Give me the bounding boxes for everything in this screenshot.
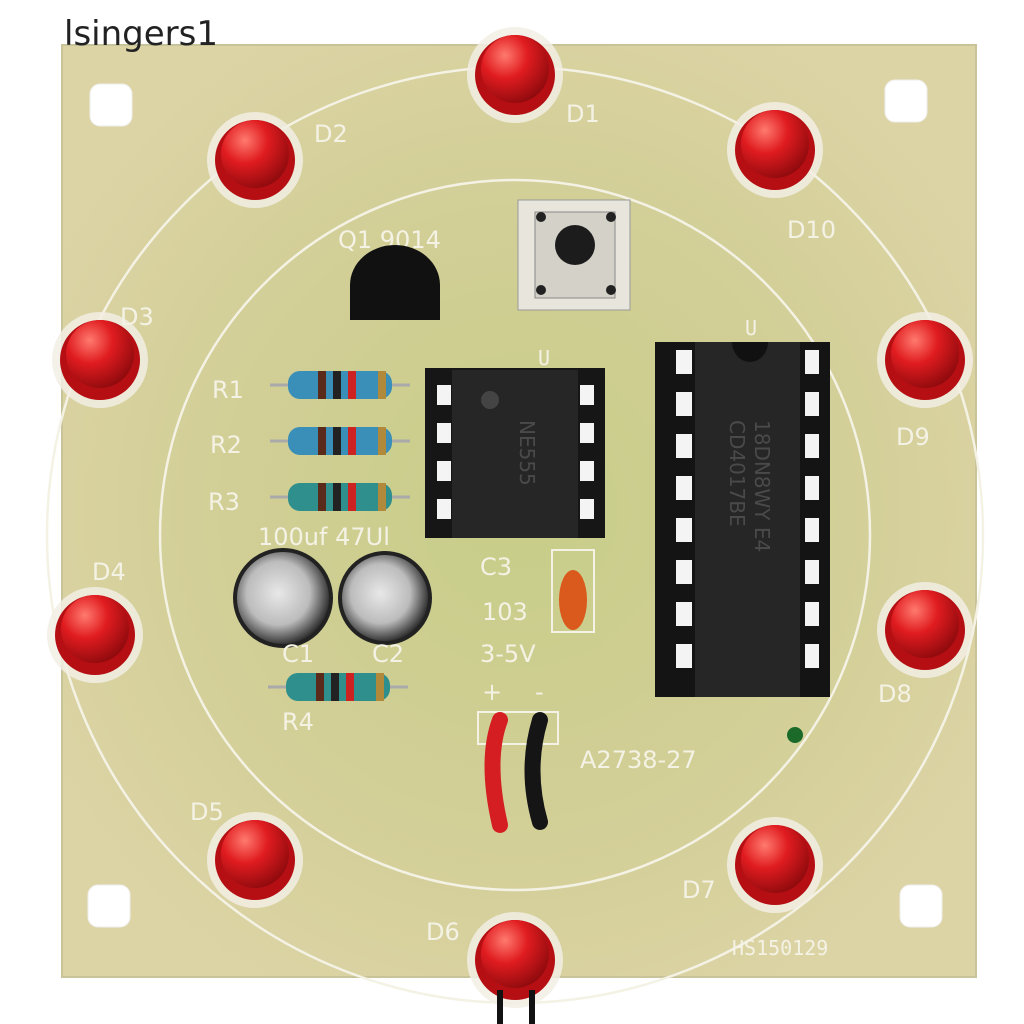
watermark: lsingers1	[64, 14, 218, 54]
led-label: D9	[896, 423, 930, 451]
led-label: D8	[878, 680, 912, 708]
r3-label: R3	[208, 488, 240, 516]
led-label: D6	[426, 918, 460, 946]
mounting-holes	[87, 79, 943, 928]
led-label: D5	[190, 798, 224, 826]
led-d7	[727, 817, 823, 913]
resistor-labels: R1 R2 R3 R4	[208, 376, 314, 736]
led-d6	[467, 912, 563, 1008]
c1-label: C1	[282, 640, 314, 668]
led-d2	[207, 112, 303, 208]
led-label: D1	[566, 100, 600, 128]
ic-ne555	[452, 370, 578, 538]
capacitor-c1	[233, 548, 333, 648]
r2-label: R2	[210, 431, 242, 459]
c3-label: C3	[480, 553, 512, 581]
resistor-r1	[270, 371, 410, 399]
capacitor-c2	[338, 551, 432, 645]
resistors	[268, 371, 410, 701]
plus-label: +	[482, 678, 502, 706]
ic2-marking-1: 18DN8WY E4	[750, 420, 774, 552]
capacitor-c3	[559, 570, 587, 630]
capacitor-values: 100uf 47Ul	[258, 523, 390, 551]
r4-label: R4	[282, 708, 314, 736]
led-leads	[497, 990, 535, 1024]
resistor-r4	[268, 673, 408, 701]
ic2-marking-2: CD4017BE	[725, 420, 749, 527]
led-d1	[467, 27, 563, 123]
ic-cd4017	[695, 342, 800, 697]
transistor-q1	[350, 245, 440, 320]
led-label: D2	[314, 120, 348, 148]
ic-socket-pins-16	[676, 350, 819, 668]
led-label: D3	[120, 303, 154, 331]
led-label: D7	[682, 876, 716, 904]
led-d5	[207, 812, 303, 908]
via-dot	[787, 727, 803, 743]
led-d4	[47, 587, 143, 683]
push-button	[517, 199, 631, 311]
inner-silk-ring	[158, 178, 872, 892]
led-label: D10	[787, 216, 836, 244]
red-power-wire	[484, 712, 508, 833]
ic2-label: U	[745, 316, 757, 340]
ic1-marking: NE555	[515, 420, 539, 486]
voltage-label: 3-5V	[480, 640, 536, 668]
led-d9	[877, 312, 973, 408]
led-d8	[877, 582, 973, 678]
led-label: D4	[92, 558, 126, 586]
black-power-wire	[524, 712, 548, 830]
led-d10	[727, 102, 823, 198]
c2-label: C2	[372, 640, 404, 668]
serial-number: HS150129	[732, 936, 828, 960]
led-ring	[47, 27, 973, 1008]
r1-label: R1	[212, 376, 244, 404]
c3-value: 103	[482, 598, 528, 626]
led-d3	[52, 312, 148, 408]
minus-label: -	[535, 678, 544, 706]
resistor-r2	[270, 427, 410, 455]
resistor-r3	[270, 483, 410, 511]
ic1-label: U	[538, 346, 550, 370]
board-code: A2738-27	[580, 746, 697, 774]
ic-socket-pins	[437, 385, 594, 519]
